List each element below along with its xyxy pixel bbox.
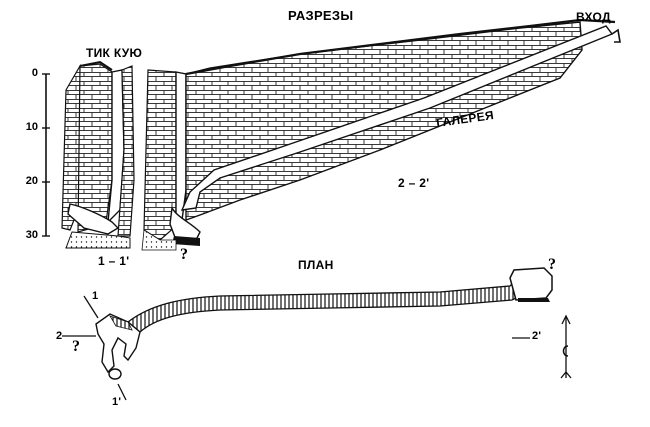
plan-marker-1-prime: 1' [112,396,122,408]
plan-marker-2-prime: 2' [532,330,542,342]
unknown-mark-plan-left: ? [72,338,80,355]
rock-section-1-right [117,65,135,237]
plan-marker-1: 1 [92,290,99,302]
plan-passage [126,278,521,333]
sediment-2 [172,236,200,246]
plan-title: ПЛАН [298,258,334,272]
passage-1 [67,203,120,235]
ground-surface-left [79,60,113,71]
plan-end-chamber [509,267,553,301]
cave-name-label: ТИК КУЮ [86,46,143,60]
sediment-1 [65,231,131,249]
section-line-1-prime [117,383,127,401]
north-arrow-foot [560,370,572,379]
depth-tick-label-20: 20 [25,175,38,187]
ground-surface [185,18,616,76]
unknown-mark-section: ? [180,246,188,263]
section-1-label: 1 – 1' [98,254,130,268]
sections-title: РАЗРЕЗЫ [288,8,354,23]
north-arrow-c [562,345,569,357]
sediment-shelf [141,229,177,251]
plan-marker-2: 2 [56,330,63,342]
plan-pit [108,368,122,380]
section-line-1 [83,295,99,319]
depth-tick-label-30: 30 [25,229,38,241]
rock-section-1 [77,63,113,233]
entrance-marker [611,28,621,43]
north-arrow-head [561,314,571,325]
rock-section-2-left [143,69,177,241]
depth-tick-label-0: 0 [31,67,38,79]
depth-tick-label-10: 10 [25,121,38,133]
unknown-mark-plan-right: ? [548,256,556,273]
plan-end-chamber-floor [518,298,550,302]
gallery-tube [180,25,614,211]
entrance-label: ВХОД [576,10,611,24]
plan-junction-hatch [109,315,133,331]
section-2-label: 2 – 2' [398,176,430,190]
